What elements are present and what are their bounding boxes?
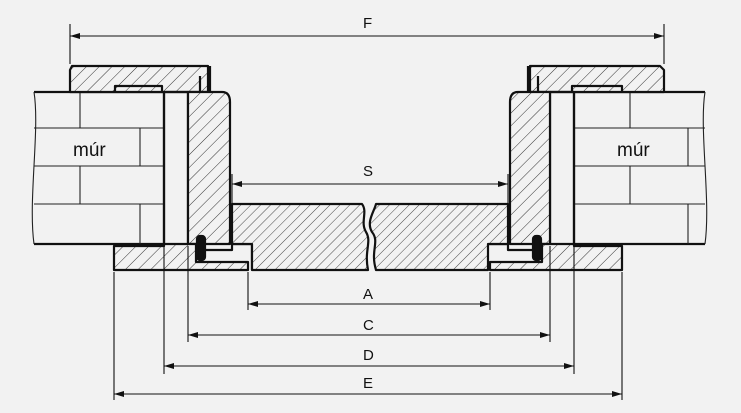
dimension-D: D (163, 246, 575, 374)
dimension-label-D: D (363, 347, 374, 364)
dimension-label-F: F (363, 15, 372, 32)
dimension-label-E: E (363, 375, 373, 392)
dimension-label-A: A (363, 286, 373, 303)
dimension-S: S (231, 163, 509, 204)
left-wall: múr (31, 90, 166, 246)
dimension-label-C: C (363, 317, 374, 334)
dimension-E: E (113, 272, 623, 400)
right-wall: múr (572, 90, 708, 246)
door-leaf (230, 202, 510, 272)
left-frame (68, 64, 254, 272)
dimension-F: F (69, 15, 665, 64)
right-frame (484, 64, 666, 272)
wall-label-left: múr (73, 140, 106, 161)
dimension-C: C (187, 246, 551, 342)
dimension-A: A (247, 272, 491, 310)
dimension-label-S: S (363, 163, 373, 180)
wall-label-right: múr (617, 140, 650, 161)
